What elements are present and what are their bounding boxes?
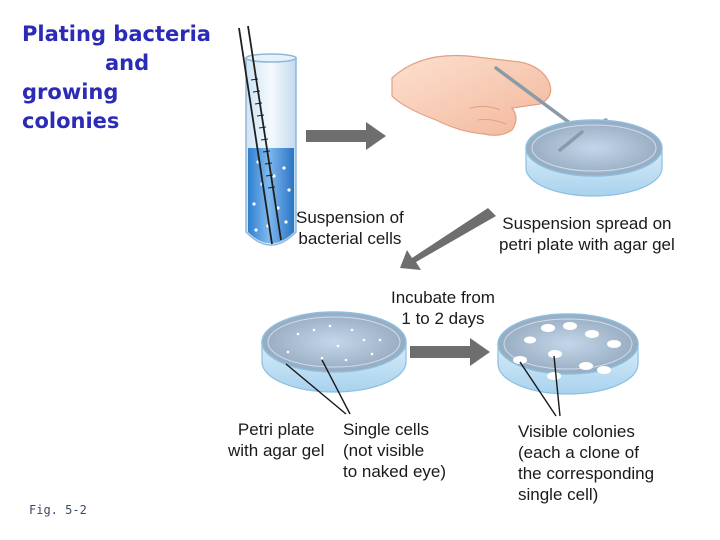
arrow-to-spread	[306, 122, 386, 150]
bacterial-suspension	[248, 148, 294, 244]
arrow-to-colonies	[410, 338, 490, 366]
colony-spots	[513, 322, 621, 380]
petri-dish-spread	[525, 119, 663, 197]
hand	[391, 54, 552, 136]
arrow-to-plate	[400, 208, 496, 270]
label-visible-colonies: Visible colonies (each a clone of the co…	[518, 422, 655, 504]
title-line-3: growing colonies	[22, 80, 120, 133]
figure-label: Fig. 5-2	[29, 503, 87, 517]
label-spread: Suspension spread on petri plate with ag…	[499, 214, 675, 254]
label-single-cells: Single cells (not visible to naked eye)	[343, 420, 447, 481]
title-line-2: and	[105, 51, 150, 75]
page-title: Plating bacteria and growing colonies	[22, 20, 222, 136]
label-suspension: Suspension of bacterial cells	[296, 208, 404, 248]
title-line-1: Plating bacteria	[22, 22, 211, 46]
pointer-lines	[285, 355, 561, 417]
pipette	[238, 25, 282, 245]
test-tube	[245, 53, 297, 246]
label-petri-plate: Petri plate with agar gel	[228, 420, 325, 460]
petri-dish-single-cells	[261, 311, 407, 393]
label-incubate: Incubate from 1 to 2 days	[391, 288, 495, 328]
petri-dish-colonies	[497, 313, 639, 395]
single-cell-dots	[286, 324, 382, 362]
